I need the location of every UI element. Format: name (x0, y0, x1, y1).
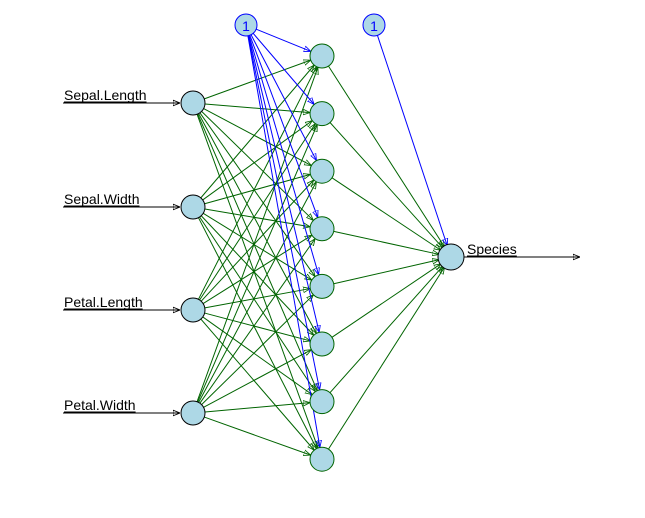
input-node-2 (180, 194, 206, 220)
input-label: Sepal.Width (64, 191, 139, 207)
bias-label: 1 (242, 18, 250, 34)
edge-bias1-hidden3 (250, 34, 316, 161)
edge-input4-hidden7 (204, 403, 310, 413)
edge-hidden7-output1 (329, 266, 443, 393)
edge-input3-hidden2 (199, 124, 316, 301)
hidden-node-4 (309, 216, 335, 242)
edge-hidden6-output1 (331, 264, 441, 338)
edge-input2-hidden6 (200, 215, 314, 336)
edge-input4-hidden6 (203, 350, 312, 408)
edge-input1-hidden5 (199, 112, 315, 277)
hidden-node-6 (309, 331, 335, 357)
hidden-node-3 (309, 158, 335, 184)
edge-input2-hidden2 (202, 121, 313, 201)
edge-hidden3-output1 (331, 177, 441, 251)
edge-input1-hidden3 (203, 108, 312, 166)
edge-input2-hidden4 (204, 208, 310, 227)
edge-bias1-hidden2 (252, 33, 314, 104)
nodes-layer (180, 13, 465, 472)
edge-input2-hidden3 (204, 174, 311, 205)
input-node-3 (180, 297, 206, 323)
edge-hidden4-output1 (333, 230, 440, 254)
edge-hidden8-output1 (328, 267, 444, 450)
edge-input3-hidden8 (200, 318, 314, 450)
edge-input4-hidden1 (196, 67, 318, 402)
edge-input2-hidden8 (198, 217, 316, 449)
edge-input3-hidden3 (200, 180, 314, 302)
edge-input4-hidden8 (204, 416, 310, 455)
edge-hidden5-output1 (333, 260, 440, 285)
edge-input1-hidden6 (198, 113, 317, 334)
edge-bias1-hidden6 (248, 35, 320, 333)
edge-bias1-hidden7 (247, 35, 319, 390)
output-node-1 (437, 243, 465, 271)
bias-node-1 (234, 13, 258, 37)
hidden-node-7 (309, 389, 335, 415)
edge-input1-hidden7 (197, 113, 318, 391)
labels-layer: Sepal.LengthSepal.WidthPetal.LengthPetal… (64, 18, 517, 413)
input-label: Petal.Length (64, 294, 143, 310)
hidden-node-1 (309, 43, 335, 69)
output-label: Species (467, 241, 517, 257)
edge-input4-hidden3 (198, 182, 317, 403)
edge-bias1-hidden1 (255, 28, 311, 52)
hidden-node-5 (309, 273, 335, 299)
edge-input3-hidden7 (202, 316, 312, 395)
edges-layer (196, 28, 447, 455)
bias-label: 1 (370, 18, 378, 34)
edge-input1-hidden8 (196, 114, 318, 448)
input-node-1 (180, 90, 206, 116)
edge-input1-hidden4 (201, 111, 314, 220)
edge-input3-hidden1 (197, 67, 316, 300)
edge-bias1-hidden5 (248, 35, 319, 275)
edge-input3-hidden6 (204, 312, 311, 341)
edge-bias2-output1 (376, 35, 447, 245)
bias-node-2 (362, 13, 386, 37)
input-node-4 (180, 400, 206, 426)
input-label: Petal.Width (64, 397, 136, 413)
edge-bias1-hidden4 (249, 35, 318, 217)
edge-input3-hidden4 (202, 235, 312, 305)
io-lines-layer (63, 103, 580, 413)
edge-bias1-hidden8 (247, 35, 320, 448)
hidden-node-2 (309, 101, 335, 127)
edge-input4-hidden4 (199, 239, 315, 404)
edge-input2-hidden1 (200, 65, 314, 199)
edge-input1-hidden2 (204, 103, 310, 113)
edge-input4-hidden5 (201, 295, 314, 405)
input-label: Sepal.Length (64, 87, 147, 103)
hidden-node-8 (309, 446, 335, 472)
edge-hidden1-output1 (328, 65, 444, 247)
edge-input4-hidden2 (197, 125, 318, 403)
edge-hidden2-output1 (329, 122, 443, 249)
edge-input2-hidden7 (199, 216, 316, 392)
